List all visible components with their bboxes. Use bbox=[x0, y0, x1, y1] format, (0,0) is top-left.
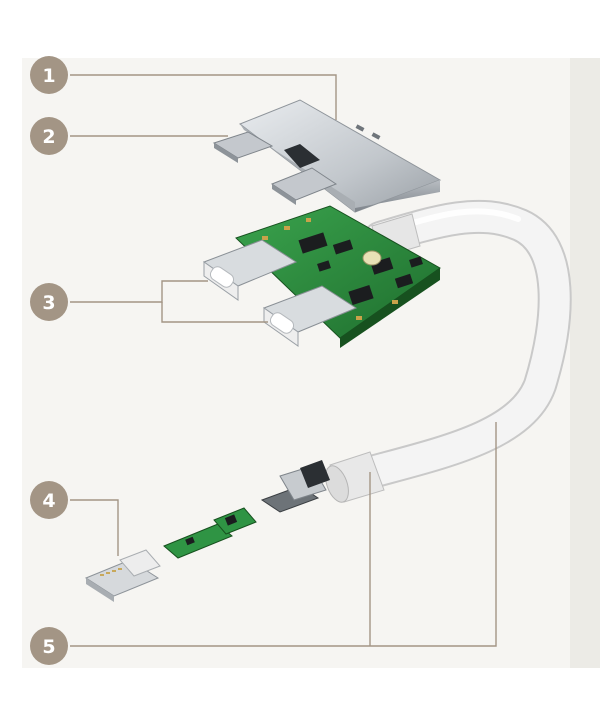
pcb-board bbox=[235, 205, 441, 348]
usb-c-port-lower bbox=[262, 285, 358, 347]
side-strip bbox=[570, 58, 600, 668]
svg-text:4: 4 bbox=[42, 490, 55, 512]
svg-text:5: 5 bbox=[42, 636, 55, 658]
svg-text:3: 3 bbox=[42, 292, 55, 314]
callout-badge-2: 2 bbox=[30, 117, 68, 155]
usb-c-port-upper bbox=[202, 239, 298, 301]
svg-text:1: 1 bbox=[42, 65, 55, 87]
callout-badge-3: 3 bbox=[30, 283, 68, 321]
callout-badge-5: 5 bbox=[30, 627, 68, 665]
lightning-board bbox=[163, 507, 257, 559]
leader-1 bbox=[70, 74, 337, 120]
charging-ports bbox=[202, 239, 358, 347]
leader-5 bbox=[70, 422, 497, 647]
cable-end-connector bbox=[260, 460, 330, 513]
callout-badge-4: 4 bbox=[30, 481, 68, 519]
lightning-connector bbox=[84, 549, 161, 602]
cable bbox=[325, 199, 572, 503]
leader-lines bbox=[70, 74, 497, 647]
leader-4 bbox=[70, 499, 119, 556]
callout-badge-1: 1 bbox=[30, 56, 68, 94]
leader-3 bbox=[70, 280, 208, 303]
svg-text:2: 2 bbox=[42, 126, 55, 148]
housing-tabs bbox=[212, 131, 338, 205]
leader-3b bbox=[161, 302, 268, 323]
